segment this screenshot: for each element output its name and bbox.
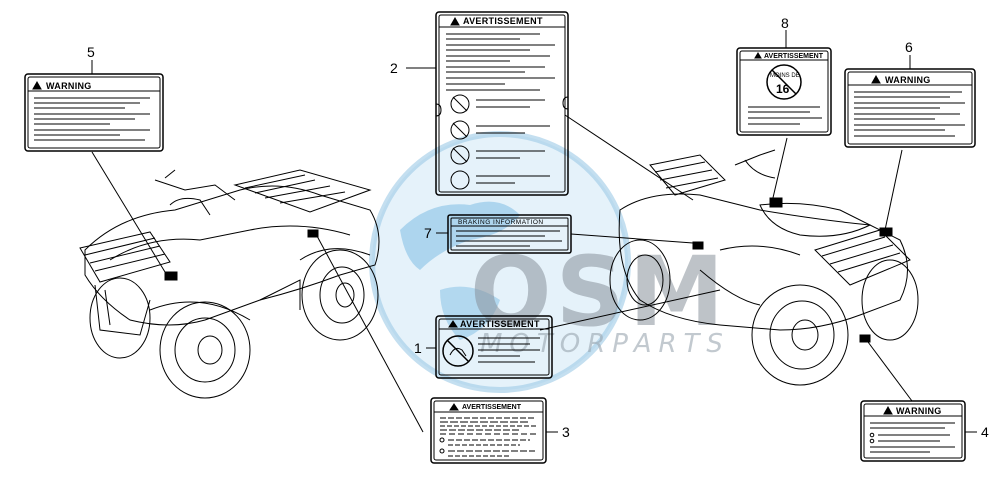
warning-label-5: WARNING	[24, 73, 164, 152]
warning-label-6: WARNING	[844, 68, 976, 148]
braking-info-label-7-title: BRAKING INFORMATION	[458, 219, 544, 226]
callout-7: 7	[424, 225, 432, 241]
braking-info-label-7: BRAKING INFORMATION	[447, 214, 572, 254]
callout-2: 2	[390, 60, 398, 76]
callout-6: 6	[905, 39, 913, 55]
age-label-small-text: MOINS DE	[770, 73, 800, 79]
rider-prohibited-icon	[442, 335, 474, 367]
watermark: OSM MOTORPARTS	[369, 131, 724, 393]
avertissement-label-2-title: AVERTISSEMENT	[463, 16, 543, 26]
avertissement-label-3: AVERTISSEMENT	[430, 397, 547, 464]
atv-right-illustration	[609, 149, 919, 386]
atv-left-illustration	[79, 169, 380, 399]
avertissement-label-2: AVERTISSEMENT	[435, 11, 569, 196]
avertissement-label-8-title: AVERTISSEMENT	[764, 53, 824, 60]
warning-label-6-title: WARNING	[885, 75, 931, 85]
avertissement-label-1-title: AVERTISSEMENT	[460, 319, 540, 329]
warning-label-4-title: WARNING	[896, 406, 942, 416]
avertissement-label-3-title: AVERTISSEMENT	[462, 404, 522, 411]
callout-5: 5	[87, 44, 95, 60]
warning-label-5-title: WARNING	[46, 81, 92, 91]
callout-4: 4	[981, 424, 989, 440]
avertissement-label-8: AVERTISSEMENT MOINS DE 16	[736, 47, 832, 136]
avertissement-label-1: AVERTISSEMENT	[435, 315, 553, 379]
callout-8: 8	[781, 15, 789, 31]
warning-label-4: WARNING	[860, 400, 966, 462]
leader-lines	[91, 30, 977, 433]
callout-1: 1	[414, 340, 422, 356]
callout-numbers: 5 2 8 6 7 1 3 4	[87, 15, 989, 440]
callout-3: 3	[562, 424, 570, 440]
age-label-number: 16	[776, 82, 790, 96]
